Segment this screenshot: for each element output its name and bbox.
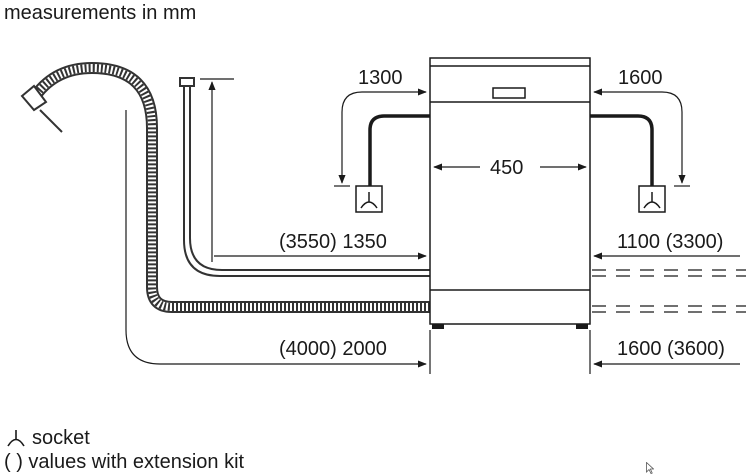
page-title: measurements in mm <box>4 2 196 24</box>
socket-icon <box>7 430 25 447</box>
power-reach-left-arrow <box>334 88 427 187</box>
right-extension-dashes <box>592 269 746 313</box>
width-label: 450 <box>490 157 523 179</box>
dishwasher-feet <box>432 324 588 329</box>
dishwasher-display <box>492 87 526 99</box>
legend-socket-row: socket <box>4 426 244 450</box>
socket-icon <box>638 185 666 213</box>
legend: socket ( ) values with extension kit <box>4 426 244 474</box>
water-supply-hose <box>183 86 430 277</box>
power-reach-right-arrow <box>593 88 690 187</box>
legend-socket-label: socket <box>32 427 90 449</box>
water-supply-height-arrow <box>200 78 234 262</box>
water-supply-left-label: (3550) 1350 <box>279 231 387 253</box>
drain-hose <box>31 61 430 313</box>
drain-extension-lines <box>429 330 591 374</box>
dishwasher-outline <box>429 57 591 325</box>
drain-right-label: 1600 (3600) <box>617 338 725 360</box>
socket-icon <box>355 185 383 213</box>
socket-drop-left-label: 1300 <box>358 67 403 89</box>
water-supply-connector <box>179 77 195 87</box>
mouse-cursor-icon <box>646 462 654 474</box>
socket-drop-right-label: 1600 <box>618 67 663 89</box>
drain-hose-end <box>20 84 63 133</box>
legend-extension-label: ( ) values with extension kit <box>4 451 245 473</box>
drain-reach-left-arrow <box>125 110 427 368</box>
legend-extension-row: ( ) values with extension kit <box>4 450 244 474</box>
water-supply-right-label: 1100 (3300) <box>617 231 723 253</box>
drain-left-label: (4000) 2000 <box>279 338 387 360</box>
